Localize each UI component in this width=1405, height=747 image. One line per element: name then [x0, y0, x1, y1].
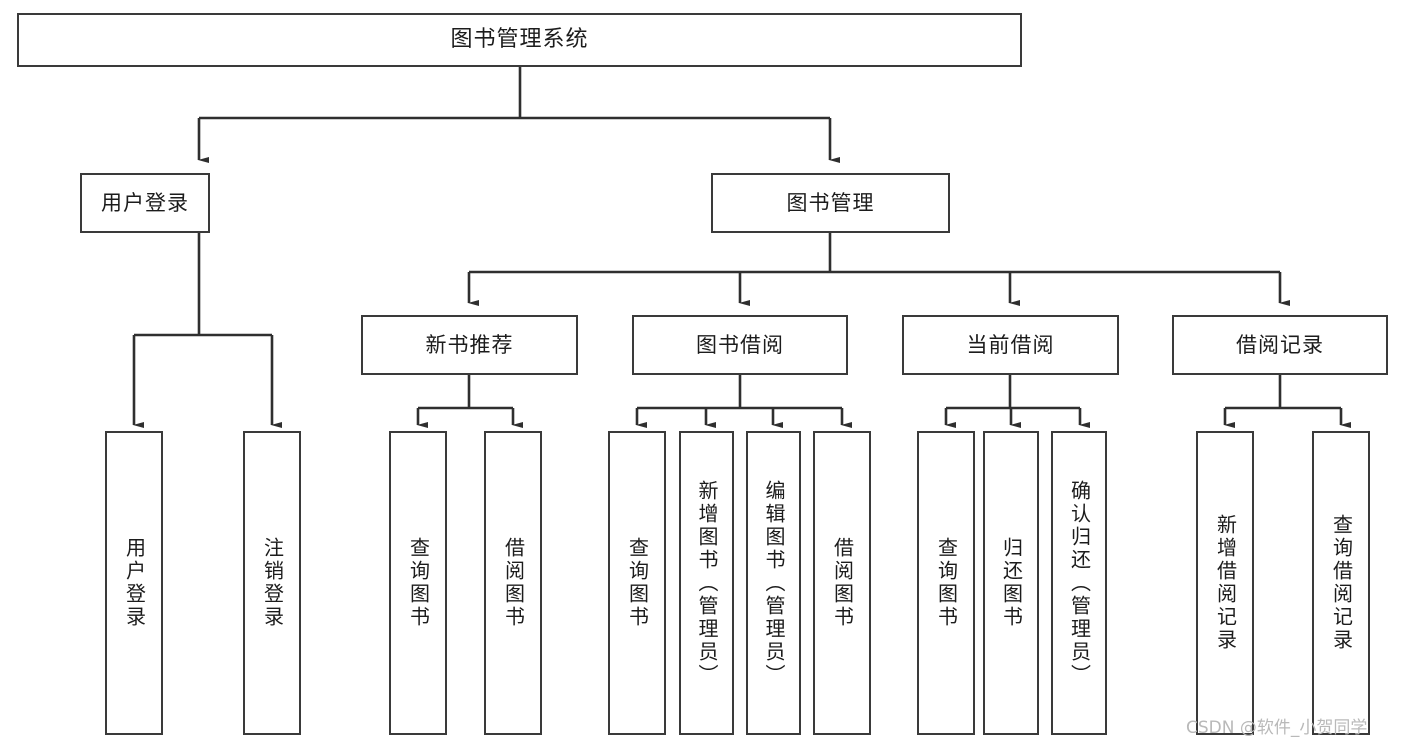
leaf-query-book-1-label: 查询图书	[406, 537, 431, 629]
node-current-borrow-label: 当前借阅	[966, 332, 1055, 357]
leaf-add-book-label: 新增图书（管理员）	[695, 479, 719, 687]
leaf-confirm-return-label: 确认归还（管理员）	[1067, 479, 1092, 687]
node-borrow-record[interactable]: 借阅记录	[1172, 315, 1388, 375]
node-book-borrow[interactable]: 图书借阅	[632, 315, 848, 375]
leaf-user-logout[interactable]: 注销登录	[243, 431, 301, 735]
node-book-borrow-label: 图书借阅	[696, 332, 784, 357]
leaf-query-book-1[interactable]: 查询图书	[389, 431, 447, 735]
node-current-borrow[interactable]: 当前借阅	[902, 315, 1119, 375]
node-book-manage-label: 图书管理	[786, 190, 875, 215]
node-user-login[interactable]: 用户登录	[80, 173, 210, 233]
leaf-query-book-2[interactable]: 查询图书	[608, 431, 666, 735]
node-book-manage[interactable]: 图书管理	[711, 173, 950, 233]
leaf-edit-book-label: 编辑图书（管理员）	[762, 479, 786, 687]
node-new-book-recommend-label: 新书推荐	[425, 332, 514, 357]
leaf-user-login[interactable]: 用户登录	[105, 431, 163, 735]
leaf-query-book-3-label: 查询图书	[934, 537, 959, 629]
leaf-add-book[interactable]: 新增图书（管理员）	[679, 431, 734, 735]
leaf-user-logout-label: 注销登录	[260, 537, 285, 629]
leaf-user-login-label: 用户登录	[122, 537, 147, 629]
leaf-borrow-book-1-label: 借阅图书	[501, 537, 526, 629]
leaf-borrow-book-2[interactable]: 借阅图书	[813, 431, 871, 735]
leaf-query-book-2-label: 查询图书	[625, 537, 650, 629]
node-root-label: 图书管理系统	[450, 26, 589, 52]
leaf-query-record[interactable]: 查询借阅记录	[1312, 431, 1370, 735]
leaf-return-book-label: 归还图书	[999, 537, 1024, 629]
leaf-return-book[interactable]: 归还图书	[983, 431, 1039, 735]
leaf-borrow-book-1[interactable]: 借阅图书	[484, 431, 542, 735]
watermark-text: CSDN @软件_小贺同学	[1186, 718, 1368, 738]
leaf-borrow-book-2-label: 借阅图书	[830, 537, 855, 629]
node-root[interactable]: 图书管理系统	[17, 13, 1022, 67]
leaf-query-record-label: 查询借阅记录	[1329, 514, 1354, 652]
node-user-login-label: 用户登录	[101, 190, 189, 215]
leaf-query-book-3[interactable]: 查询图书	[917, 431, 975, 735]
node-borrow-record-label: 借阅记录	[1236, 332, 1324, 357]
node-new-book-recommend[interactable]: 新书推荐	[361, 315, 578, 375]
leaf-confirm-return[interactable]: 确认归还（管理员）	[1051, 431, 1107, 735]
leaf-add-record-label: 新增借阅记录	[1213, 514, 1238, 652]
leaf-add-record[interactable]: 新增借阅记录	[1196, 431, 1254, 735]
leaf-edit-book[interactable]: 编辑图书（管理员）	[746, 431, 801, 735]
